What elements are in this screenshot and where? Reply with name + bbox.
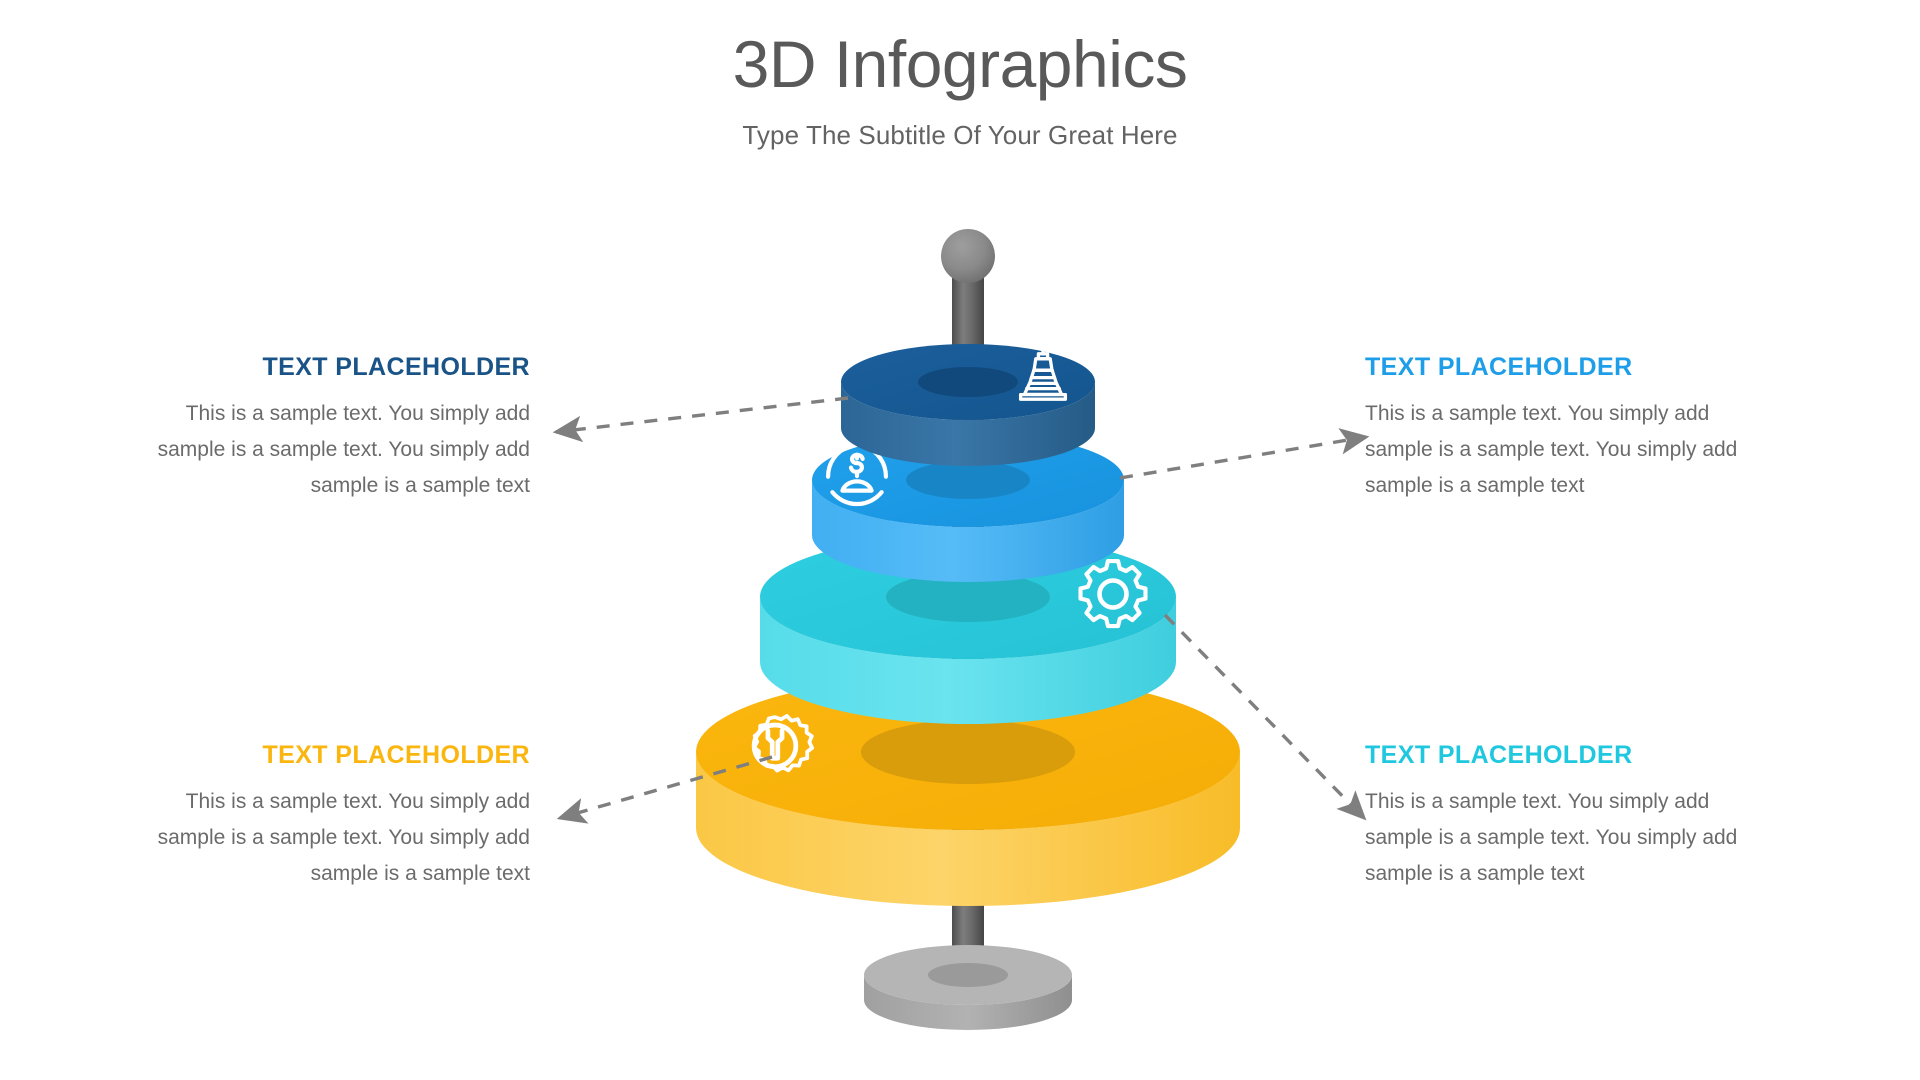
text-block-body: This is a sample text. You simply add sa… <box>1365 402 1738 498</box>
connector-arrow-top-left <box>552 396 849 443</box>
disc-level-4[interactable] <box>696 674 1240 906</box>
text-block-body: This is a sample text. You simply add sa… <box>1365 790 1738 886</box>
disc-level-3[interactable] <box>760 535 1176 724</box>
text-block-heading: TEXT PLACEHOLDER <box>262 353 530 381</box>
connector-arrow-bottom-left <box>556 755 773 824</box>
center-pole <box>941 229 995 1003</box>
tower-icon <box>1018 345 1068 401</box>
connector-arrow-bottom-right <box>1163 613 1367 821</box>
gear-wrench-icon <box>751 714 815 773</box>
text-block-heading: TEXT PLACEHOLDER <box>1365 741 1633 769</box>
page-title: 3D Infographics <box>732 27 1188 101</box>
money-person-icon <box>825 444 889 507</box>
text-block-heading: TEXT PLACEHOLDER <box>262 741 530 769</box>
connector-arrow-top-right <box>1119 428 1370 480</box>
text-block-body: This is a sample text. You simply add sa… <box>157 790 530 886</box>
text-block-heading: TEXT PLACEHOLDER <box>1365 353 1633 381</box>
text-block-top-left[interactable]: TEXT PLACEHOLDER This is a sample text. … <box>120 352 530 504</box>
text-block-body: This is a sample text. You simply add sa… <box>157 402 530 498</box>
text-block-top-right[interactable]: TEXT PLACEHOLDER This is a sample text. … <box>1365 352 1775 504</box>
header: 3D Infographics Type The Subtitle Of You… <box>0 27 1920 151</box>
pole-base <box>864 945 1072 1030</box>
text-block-bottom-right[interactable]: TEXT PLACEHOLDER This is a sample text. … <box>1365 740 1775 892</box>
disc-level-1[interactable] <box>841 344 1095 466</box>
text-block-bottom-left[interactable]: TEXT PLACEHOLDER This is a sample text. … <box>120 740 530 892</box>
gear-icon <box>1078 558 1148 629</box>
pole-knob-icon <box>941 229 995 283</box>
page-subtitle: Type The Subtitle Of Your Great Here <box>742 119 1178 150</box>
disc-level-2[interactable] <box>812 433 1124 582</box>
